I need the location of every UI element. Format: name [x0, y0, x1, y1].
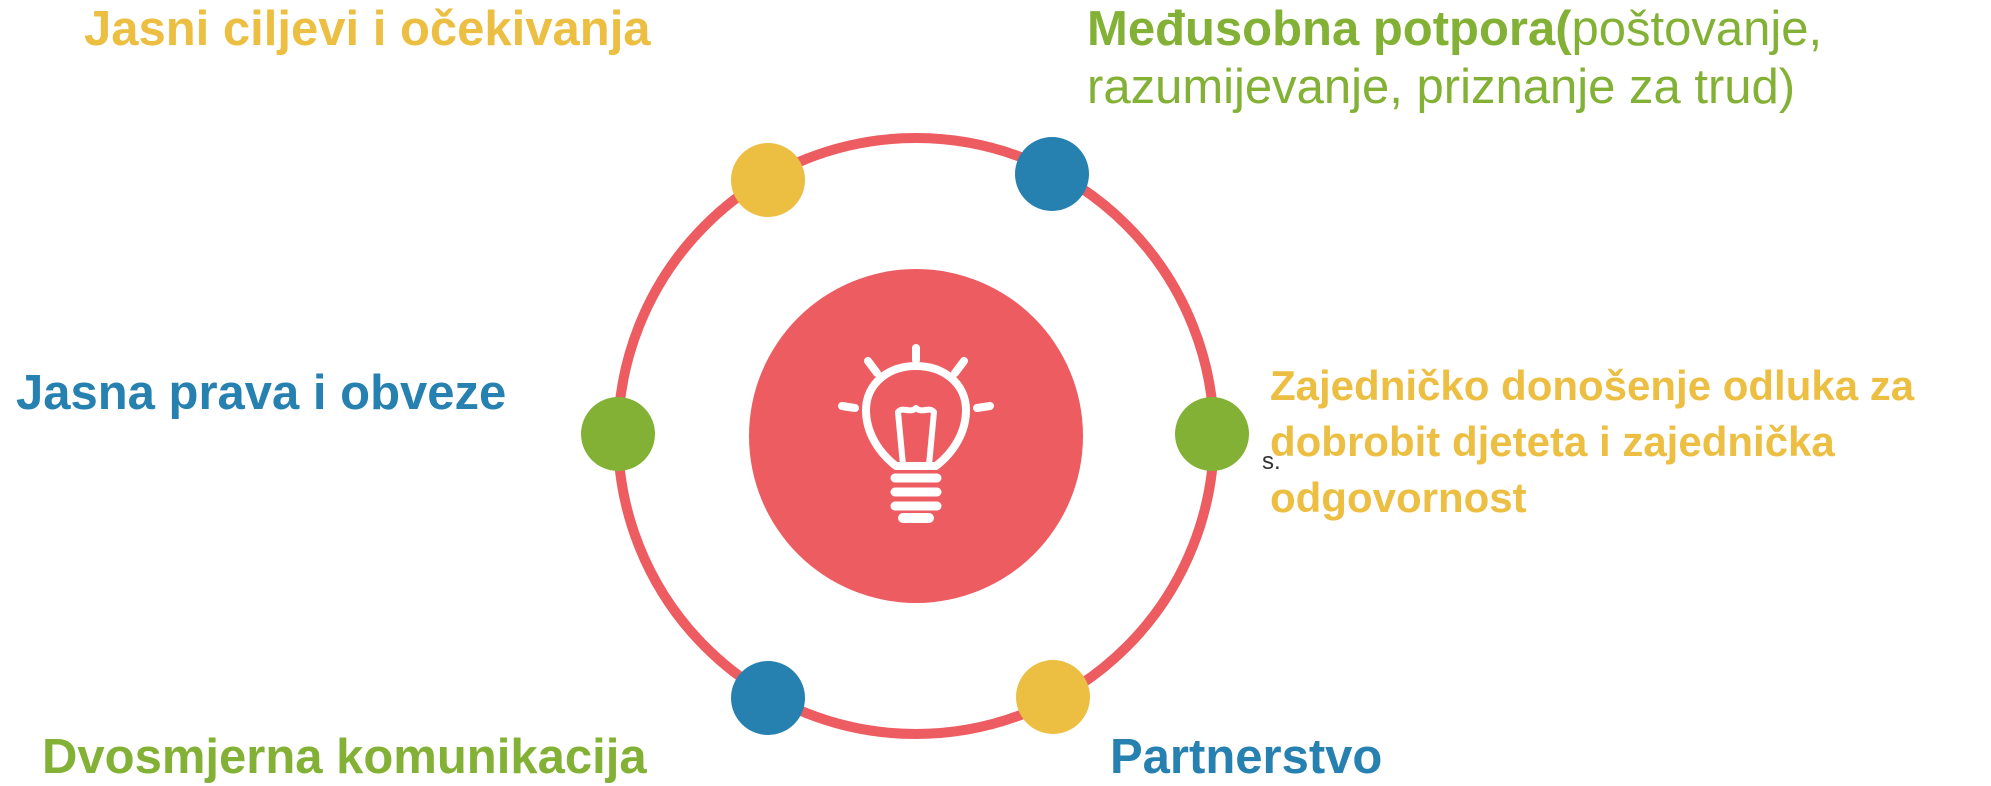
- label-decision-line2: dobrobit djeteta i zajednička: [1270, 418, 1835, 465]
- label-rights: Jasna prava i obveze: [16, 366, 507, 420]
- stray-text: s.: [1262, 448, 1281, 475]
- label-decision: Zajedničko donošenje odluka za dobrobit …: [1270, 358, 1914, 526]
- center-circle: [749, 269, 1083, 603]
- label-support-bold: Međusobna potpora(: [1087, 2, 1572, 56]
- label-support-rest: poštovanje,: [1571, 2, 1823, 56]
- node-goals: [731, 143, 805, 217]
- label-decision-line1: Zajedničko donošenje odluka za: [1270, 362, 1915, 409]
- node-decision: [1175, 397, 1249, 471]
- label-communication: Dvosmjerna komunikacija: [42, 730, 647, 784]
- label-decision-line3: odgovornost: [1270, 474, 1527, 521]
- label-partnership: Partnerstvo: [1110, 730, 1383, 784]
- lightbulb-icon: [838, 344, 994, 523]
- node-support: [1015, 137, 1089, 211]
- node-rights: [581, 397, 655, 471]
- label-support-line2: razumijevanje, priznanje za trud): [1087, 60, 1796, 114]
- label-support: Međusobna potpora(poštovanje, razumijeva…: [1087, 0, 1822, 116]
- node-partnership: [1016, 660, 1090, 734]
- node-communication: [731, 661, 805, 735]
- label-goals: Jasni ciljevi i očekivanja: [84, 2, 651, 56]
